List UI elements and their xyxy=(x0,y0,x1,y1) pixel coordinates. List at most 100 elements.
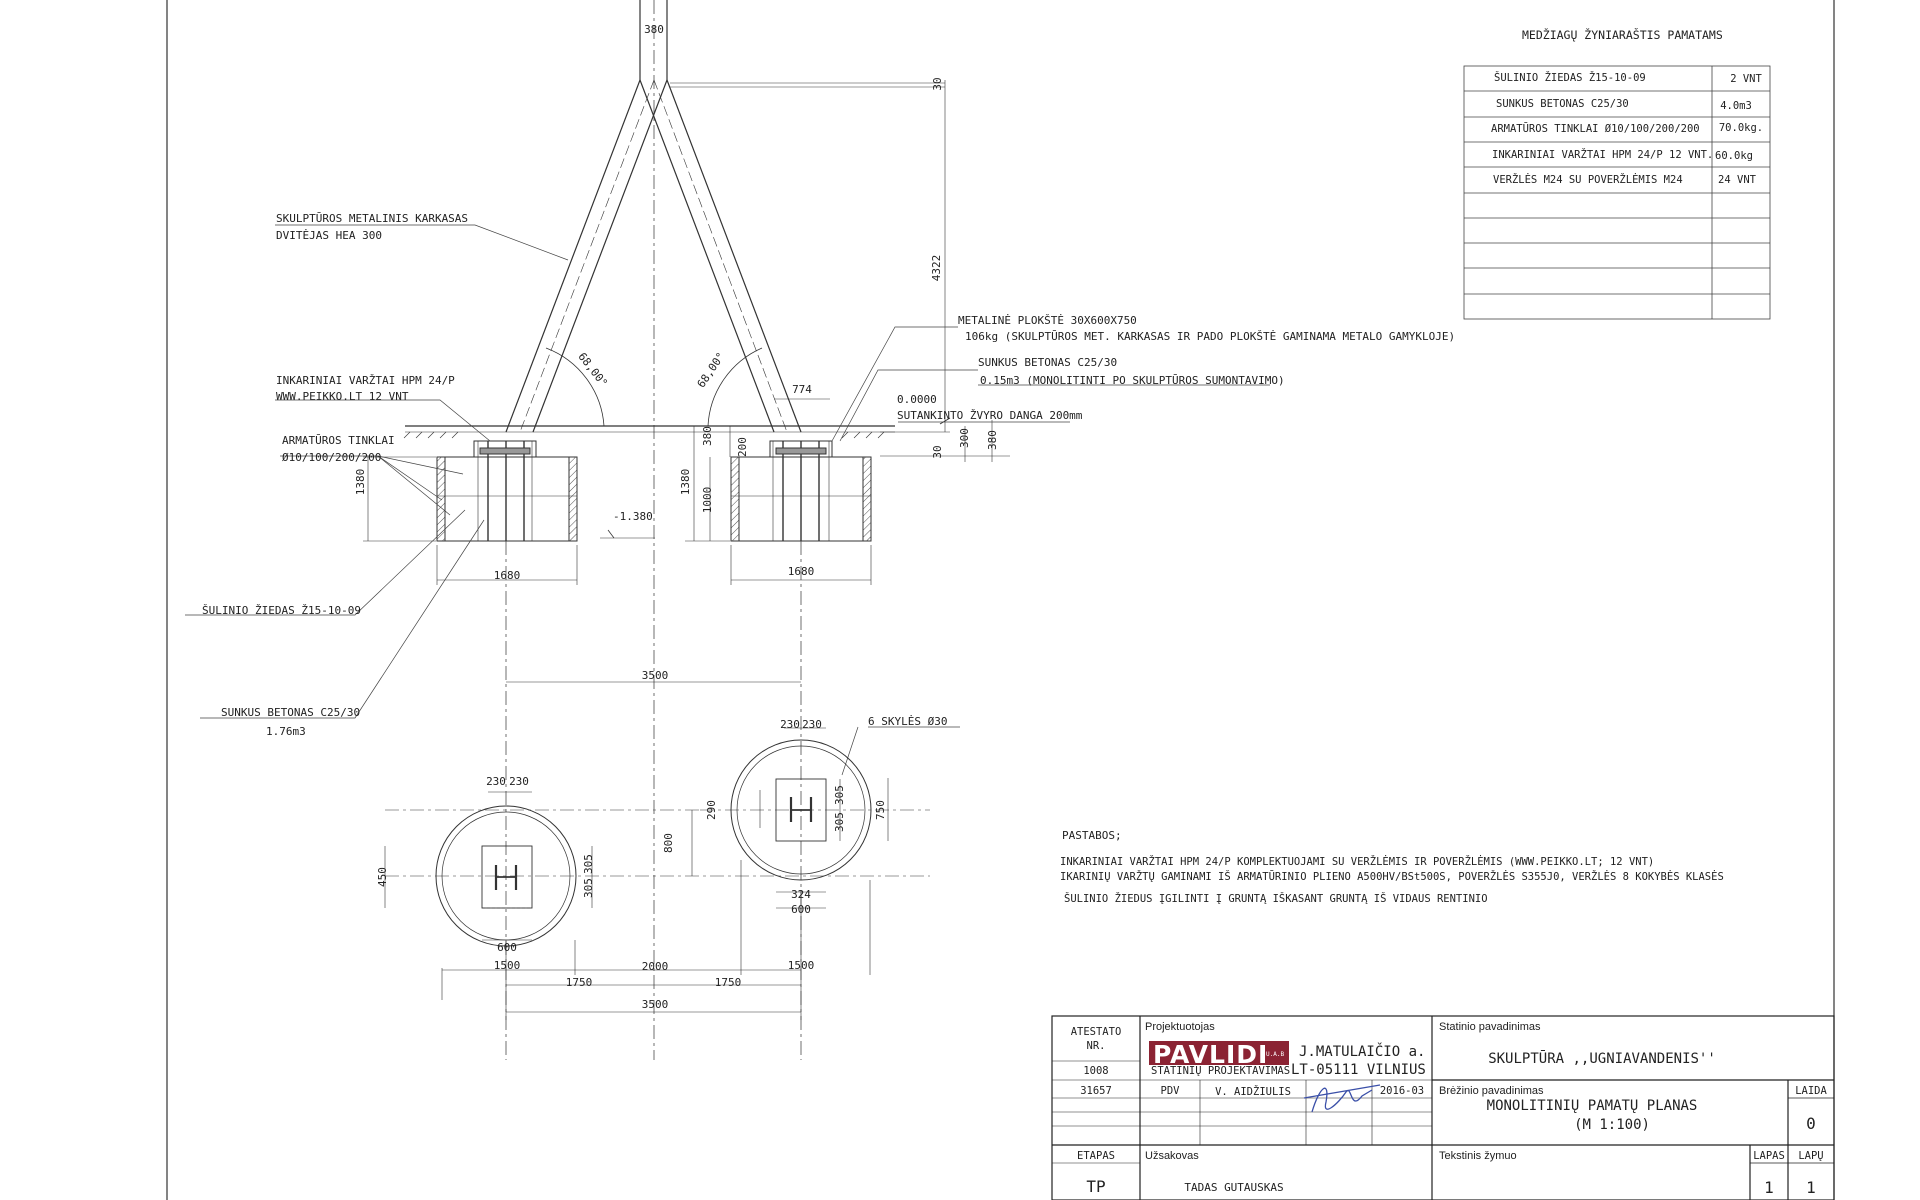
label-gravel: SUTANKINTO ŽVYRO DANGA 200mm xyxy=(897,409,1083,422)
tb-address: J.MATULAIČIO a. xyxy=(1299,1042,1425,1060)
table-row-4-qty: 60.0kg xyxy=(1715,150,1753,162)
leader-lines xyxy=(185,224,1270,776)
dim-1680-a: 1680 xyxy=(494,569,521,582)
table-row-3-qty: 70.0kg. xyxy=(1719,122,1763,134)
dim-plan-230-a: 230 xyxy=(486,775,506,788)
dim-angle-left: 68,00° xyxy=(575,350,610,389)
dim-plan-324: 324 xyxy=(791,888,811,901)
table-row-1-qty: 2 VNT xyxy=(1730,73,1762,85)
tb-laida-val: 0 xyxy=(1806,1114,1816,1133)
dim-plan-230-b: 230 xyxy=(509,775,529,788)
dim-3500-a: 3500 xyxy=(642,669,669,682)
tb-tekstinis: Tekstinis žymuo xyxy=(1439,1150,1517,1162)
table-row-2-qty: 4.0m3 xyxy=(1720,100,1752,112)
dim-plan-600-a: 600 xyxy=(497,941,517,954)
svg-text:U.A.B: U.A.B xyxy=(1266,1051,1284,1058)
label-conc-top: SUNKUS BETONAS C25/30 xyxy=(978,356,1117,369)
label-frame-2: DVITĖJAS HEA 300 xyxy=(276,229,382,242)
tb-pdv: PDV xyxy=(1161,1085,1181,1097)
label-conc-top-2: 0.15m3 (MONOLITINTI PO SKULPTŪROS SUMONT… xyxy=(980,374,1285,387)
dim-30-a: 30 xyxy=(931,77,944,90)
table-row-5-qty: 24 VNT xyxy=(1718,174,1757,186)
tb-lapu: LAPŲ xyxy=(1798,1150,1823,1162)
dim-30-b: 30 xyxy=(931,445,944,458)
notes-title: PASTABOS; xyxy=(1062,829,1122,842)
designer-signature xyxy=(1303,1084,1381,1113)
company-logo: PAVLIDI U.A.B xyxy=(1149,1040,1289,1069)
label-level-0: 0.0000 xyxy=(897,393,937,406)
label-rebar-2: Ø10/100/200/200 xyxy=(282,451,381,464)
tb-uzsakovas: Užsakovas xyxy=(1145,1150,1199,1162)
tb-lapu-val: 1 xyxy=(1806,1178,1816,1197)
label-rebar: ARMATŪROS TINKLAI xyxy=(282,434,395,447)
tb-brezinio-val: MONOLITINIŲ PAMATŲ PLANAS xyxy=(1487,1098,1698,1114)
dim-plan-1500-a: 1500 xyxy=(494,959,521,972)
label-anchors-2: WWW.PEIKKO.LT 12 VNT xyxy=(276,390,409,403)
dim-angle-right: 68,00° xyxy=(695,350,728,390)
dim-plan-r230-b: 230 xyxy=(802,718,822,731)
table-row-4-name: INKARINIAI VARŽTAI HPM 24/P 12 VNT. xyxy=(1492,148,1713,161)
title-block xyxy=(1051,1015,1835,1200)
tb-statinio-val: SKULPTŪRA ,,UGNIAVANDENIS'' xyxy=(1488,1050,1716,1067)
label-ring: ŠULINIO ŽIEDAS Ž15-10-09 xyxy=(202,604,361,617)
label-frame: SKULPTŪROS METALINIS KARKASAS xyxy=(276,212,468,225)
tb-num2: 31657 xyxy=(1080,1085,1112,1097)
dim-plan-1750-a: 1750 xyxy=(566,976,593,989)
dim-380-top: 380 xyxy=(644,23,664,36)
notes-line-1: INKARINIAI VARŽTAI HPM 24/P KOMPLEKTUOJA… xyxy=(1060,855,1654,868)
label-concrete-2: 1.76m3 xyxy=(266,725,306,738)
dim-plan-750: 750 xyxy=(874,800,887,820)
material-table xyxy=(1463,65,1771,320)
tb-nr: NR. xyxy=(1087,1040,1106,1052)
tb-date: 2016-03 xyxy=(1380,1085,1424,1097)
notes-line-2: IKARINIŲ VARŽTŲ GAMINAMI IŠ ARMATŪRINIO … xyxy=(1060,870,1724,883)
dim-380-b: 380 xyxy=(701,426,714,446)
dim-1380-b: 1380 xyxy=(679,469,692,496)
dim-plan-1750-b: 1750 xyxy=(715,976,742,989)
dim-plan-305-b: 305 xyxy=(582,854,595,874)
label-plate: METALINĖ PLOKŠTĖ 30X600X750 xyxy=(958,314,1137,327)
label-concrete: SUNKUS BETONAS C25/30 xyxy=(221,706,360,719)
tb-city: LT-05111 VILNIUS xyxy=(1291,1062,1426,1078)
dim-380: 380 xyxy=(986,430,999,450)
dim-plan-3500-b: 3500 xyxy=(642,998,669,1011)
dim-1000: 1000 xyxy=(701,487,714,514)
dim-774: 774 xyxy=(792,383,812,396)
elevation-view xyxy=(363,0,1010,1060)
notes-line-3: ŠULINIO ŽIEDUS ĮGILINTI Į GRUNTĄ IŠKASAN… xyxy=(1064,892,1488,905)
label-anchors: INKARINIAI VARŽTAI HPM 24/P xyxy=(276,374,455,387)
tb-uzsakovas-val: TADAS GUTAUSKAS xyxy=(1184,1181,1283,1194)
tb-brezinio: Brėžinio pavadinimas xyxy=(1439,1085,1544,1097)
plan-view xyxy=(384,727,930,1020)
dim-plan-r305-b: 305 xyxy=(833,812,846,832)
dim-plan-290: 290 xyxy=(705,800,718,820)
dim-1680-b: 1680 xyxy=(788,565,815,578)
label-plate-2: 106kg (SKULPTŪROS MET. KARKASAS IR PADO … xyxy=(965,330,1455,343)
tb-designer: V. AIDŽIULIS xyxy=(1215,1085,1291,1098)
label-level-neg: -1.380 xyxy=(613,510,653,523)
dim-plan-2000: 2000 xyxy=(642,960,669,973)
dim-plan-1500-b: 1500 xyxy=(788,959,815,972)
tb-etapas-val: TP xyxy=(1086,1177,1105,1196)
tb-statinio: Statinio pavadinimas xyxy=(1439,1021,1541,1033)
tb-company: STATINIŲ PROJEKTAVIMAS xyxy=(1151,1065,1290,1077)
tb-lapas-val: 1 xyxy=(1764,1178,1774,1197)
table-row-2-name: SUNKUS BETONAS C25/30 xyxy=(1496,98,1629,110)
dim-plan-450: 450 xyxy=(376,867,389,887)
table-row-5-name: VERŽLĖS M24 SU POVERŽLĖMIS M24 xyxy=(1493,173,1683,186)
dim-plan-600-b: 600 xyxy=(791,903,811,916)
dim-4322: 4322 xyxy=(930,255,943,282)
dim-plan-r305-a: 305 xyxy=(833,785,846,805)
dim-300: 300 xyxy=(958,428,971,448)
table-title: MEDŽIAGŲ ŽYNIARAŠTIS PAMATAMS xyxy=(1522,27,1723,42)
tb-projektuotojas: Projektuotojas xyxy=(1145,1021,1215,1033)
tb-lapas: LAPAS xyxy=(1753,1150,1785,1162)
svg-text:PAVLIDI: PAVLIDI xyxy=(1153,1040,1268,1069)
tb-att-num: 1008 xyxy=(1083,1065,1108,1077)
text-layer: MEDŽIAGŲ ŽYNIARAŠTIS PAMATAMS ŠULINIO ŽI… xyxy=(202,23,1827,1197)
tb-scale: (M 1:100) xyxy=(1574,1117,1650,1133)
dim-plan-800: 800 xyxy=(662,833,675,853)
tb-etapas: ETAPAS xyxy=(1077,1150,1115,1162)
tb-laida: LAIDA xyxy=(1795,1085,1827,1097)
